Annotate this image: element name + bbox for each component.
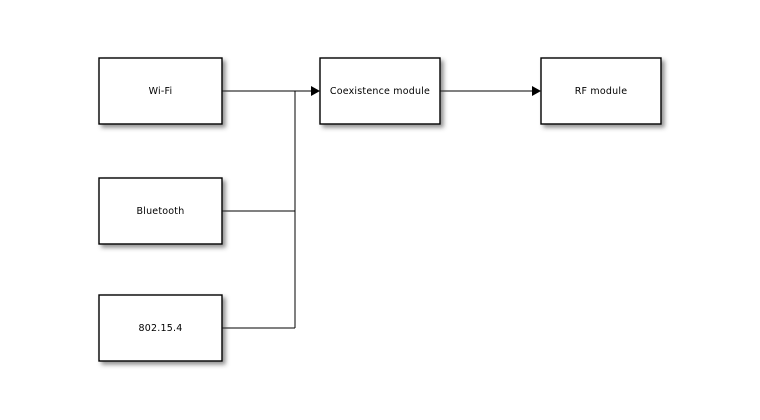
node-rf-module-label: RF module [575, 86, 628, 97]
node-coexistence-module[interactable]: Coexistence module [319, 57, 441, 125]
node-802154-label: 802.15.4 [139, 323, 183, 334]
node-802154[interactable]: 802.15.4 [98, 294, 223, 362]
node-bluetooth-box[interactable] [98, 177, 223, 245]
edge-coexistence-to-rf [440, 86, 541, 96]
node-bluetooth-label: Bluetooth [137, 206, 185, 217]
arrow-head-icon [532, 86, 541, 96]
arrow-head-icon [311, 86, 320, 96]
connector-layer [222, 86, 541, 329]
node-bluetooth[interactable]: Bluetooth [98, 177, 223, 245]
node-rf-module-box[interactable] [540, 57, 662, 125]
node-wifi-box[interactable] [98, 57, 223, 125]
node-coexistence-module-box[interactable] [319, 57, 441, 125]
edge-wifi-to-coexistence [222, 86, 320, 96]
node-rf-module[interactable]: RF module [540, 57, 662, 125]
node-wifi-label: Wi-Fi [149, 86, 173, 97]
node-wifi[interactable]: Wi-Fi [98, 57, 223, 125]
node-802154-box[interactable] [98, 294, 223, 362]
node-coexistence-module-label: Coexistence module [330, 86, 430, 97]
